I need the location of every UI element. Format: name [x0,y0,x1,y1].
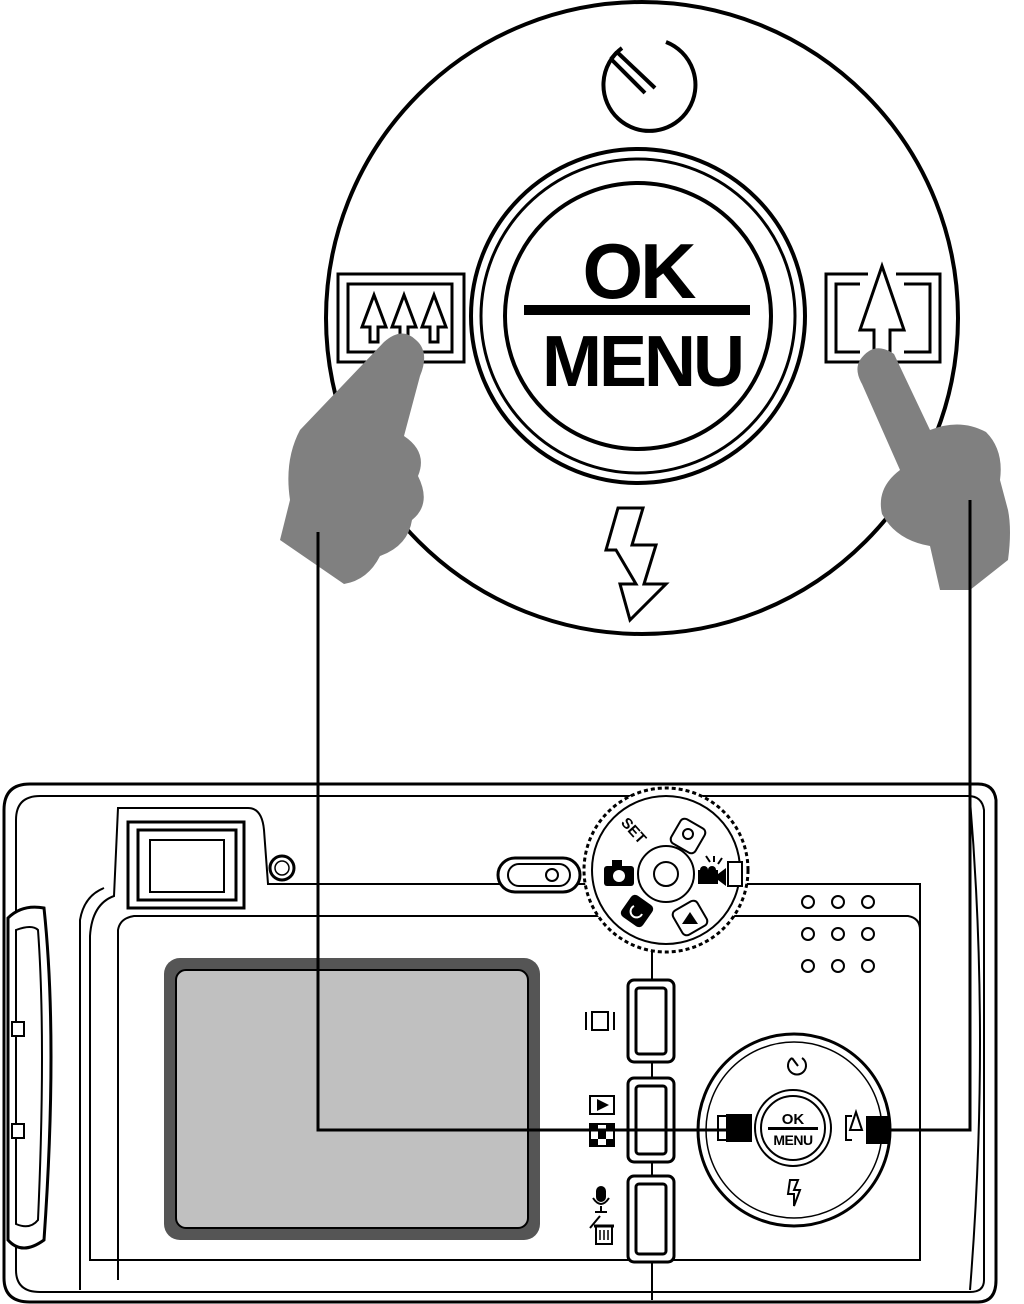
playback-button[interactable] [626,1076,676,1164]
mini-ok-label: OK [782,1111,805,1128]
camera-body-inner-line [15,795,985,1293]
flash-icon [604,506,670,623]
ok-menu-inner-ring [503,181,773,451]
power-button-inner [507,863,571,887]
right-pointing-hand [857,348,1010,590]
status-led [268,854,296,882]
self-timer-icon [601,40,698,133]
lcd-screen [175,969,529,1229]
strap-slot-top [11,1021,25,1037]
mini-flash-icon [786,1179,802,1207]
mini-menu-label: MENU [773,1132,813,1148]
viewfinder-glass [149,839,225,893]
display-button[interactable] [626,978,676,1064]
tele-bracket-frame [824,272,942,364]
wide-button-marker [726,1114,752,1142]
voice-delete-button[interactable] [626,1174,676,1264]
power-button-dot [545,868,559,882]
wide-connector-line [316,532,728,1132]
body-panel-line [117,915,921,1280]
mini-tele-icon [845,1108,864,1141]
microphone-icon [592,1186,610,1213]
thumbnail-icon [589,1123,615,1147]
ok-label: OK [583,227,697,315]
ok-menu-middle-ring [479,157,797,475]
mini-self-timer-icon [787,1057,807,1076]
mini-control-pad[interactable]: OK MENU [696,1032,892,1228]
trash-icon [589,1215,614,1245]
mode-dial-center [653,861,679,887]
left-pointing-hand [280,333,425,584]
play-icon [589,1095,615,1115]
camera-back: SET [2,782,998,1304]
speaker-grille [801,895,875,973]
trees-icon [359,290,449,344]
portrait-mode-icon [669,817,707,855]
zoomed-control-panel: OK MENU [324,0,960,636]
camera-left-grip [6,905,53,1250]
status-led-inner [274,860,290,876]
menu-label: MENU [542,322,742,402]
ok-menu-button[interactable]: OK MENU [469,147,807,485]
tele-zoom-button[interactable] [824,261,942,364]
mode-dial-slot [727,861,743,887]
ok-menu-divider [524,305,750,315]
power-button[interactable] [496,856,582,894]
mode-dial[interactable]: SET [582,786,750,954]
camera-left-grip-inner [15,926,43,1228]
display-icon [585,1011,615,1031]
strap-slot-bottom [11,1123,25,1139]
tele-connector-line [888,500,972,1132]
camera-mode-icon [604,860,634,886]
viewfinder-housing [89,807,921,1261]
camera-right-edge [969,799,981,1291]
tele-button-marker [866,1116,890,1144]
mini-ok-divider [768,1127,818,1130]
video-mode-icon [698,855,726,886]
body-panel-line-outer [79,887,105,1290]
landscape-mode-icon [671,899,709,937]
connector-lines [316,500,972,1132]
night-mode-icon [620,894,654,928]
